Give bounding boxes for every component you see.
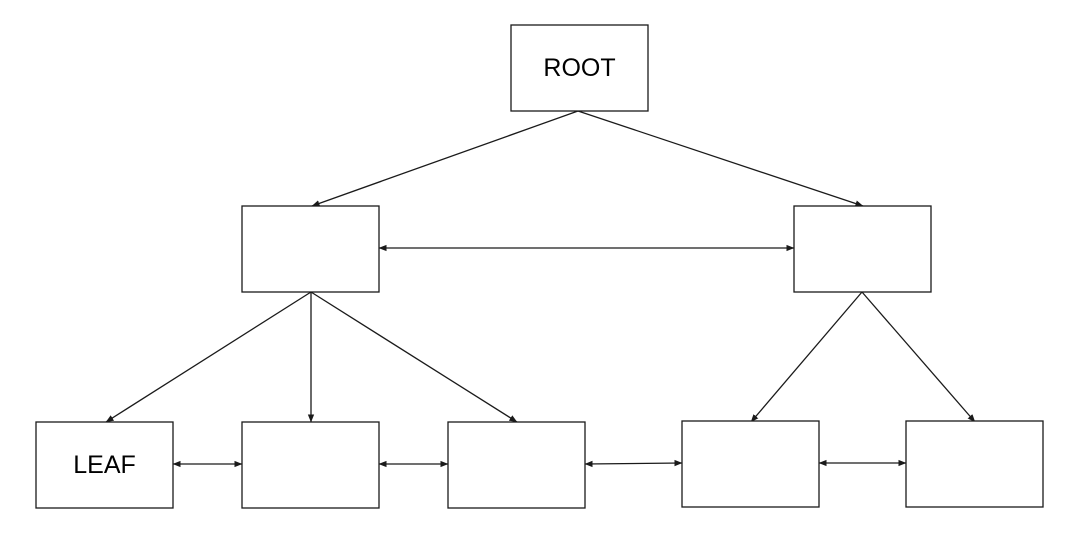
edge-internal-left-to-leaf-3 [310,291,518,423]
node-internal-right [793,205,932,293]
edge-root-to-internal-right [577,110,864,207]
node-leaf-1: LEAF [35,421,174,509]
node-leaf-3 [447,421,586,509]
node-internal-left [241,205,380,293]
edge-root-to-internal-left [311,110,579,207]
edge-internal-right-to-leaf-5 [861,291,976,423]
edge-internal-right-to-leaf-4 [750,291,863,423]
edges-group [105,110,976,468]
nodes-group: ROOT LEAF [35,24,1044,509]
node-root-label: ROOT [543,54,615,82]
edge-internal-left-to-leaf-1 [105,291,312,423]
node-leaf-4 [681,420,820,508]
node-root: ROOT [510,24,649,112]
edge-leaf-3-leaf-4 [584,459,683,468]
node-leaf-2 [241,421,380,509]
node-leaf-1-label: LEAF [73,451,136,479]
node-leaf-5 [905,420,1044,508]
